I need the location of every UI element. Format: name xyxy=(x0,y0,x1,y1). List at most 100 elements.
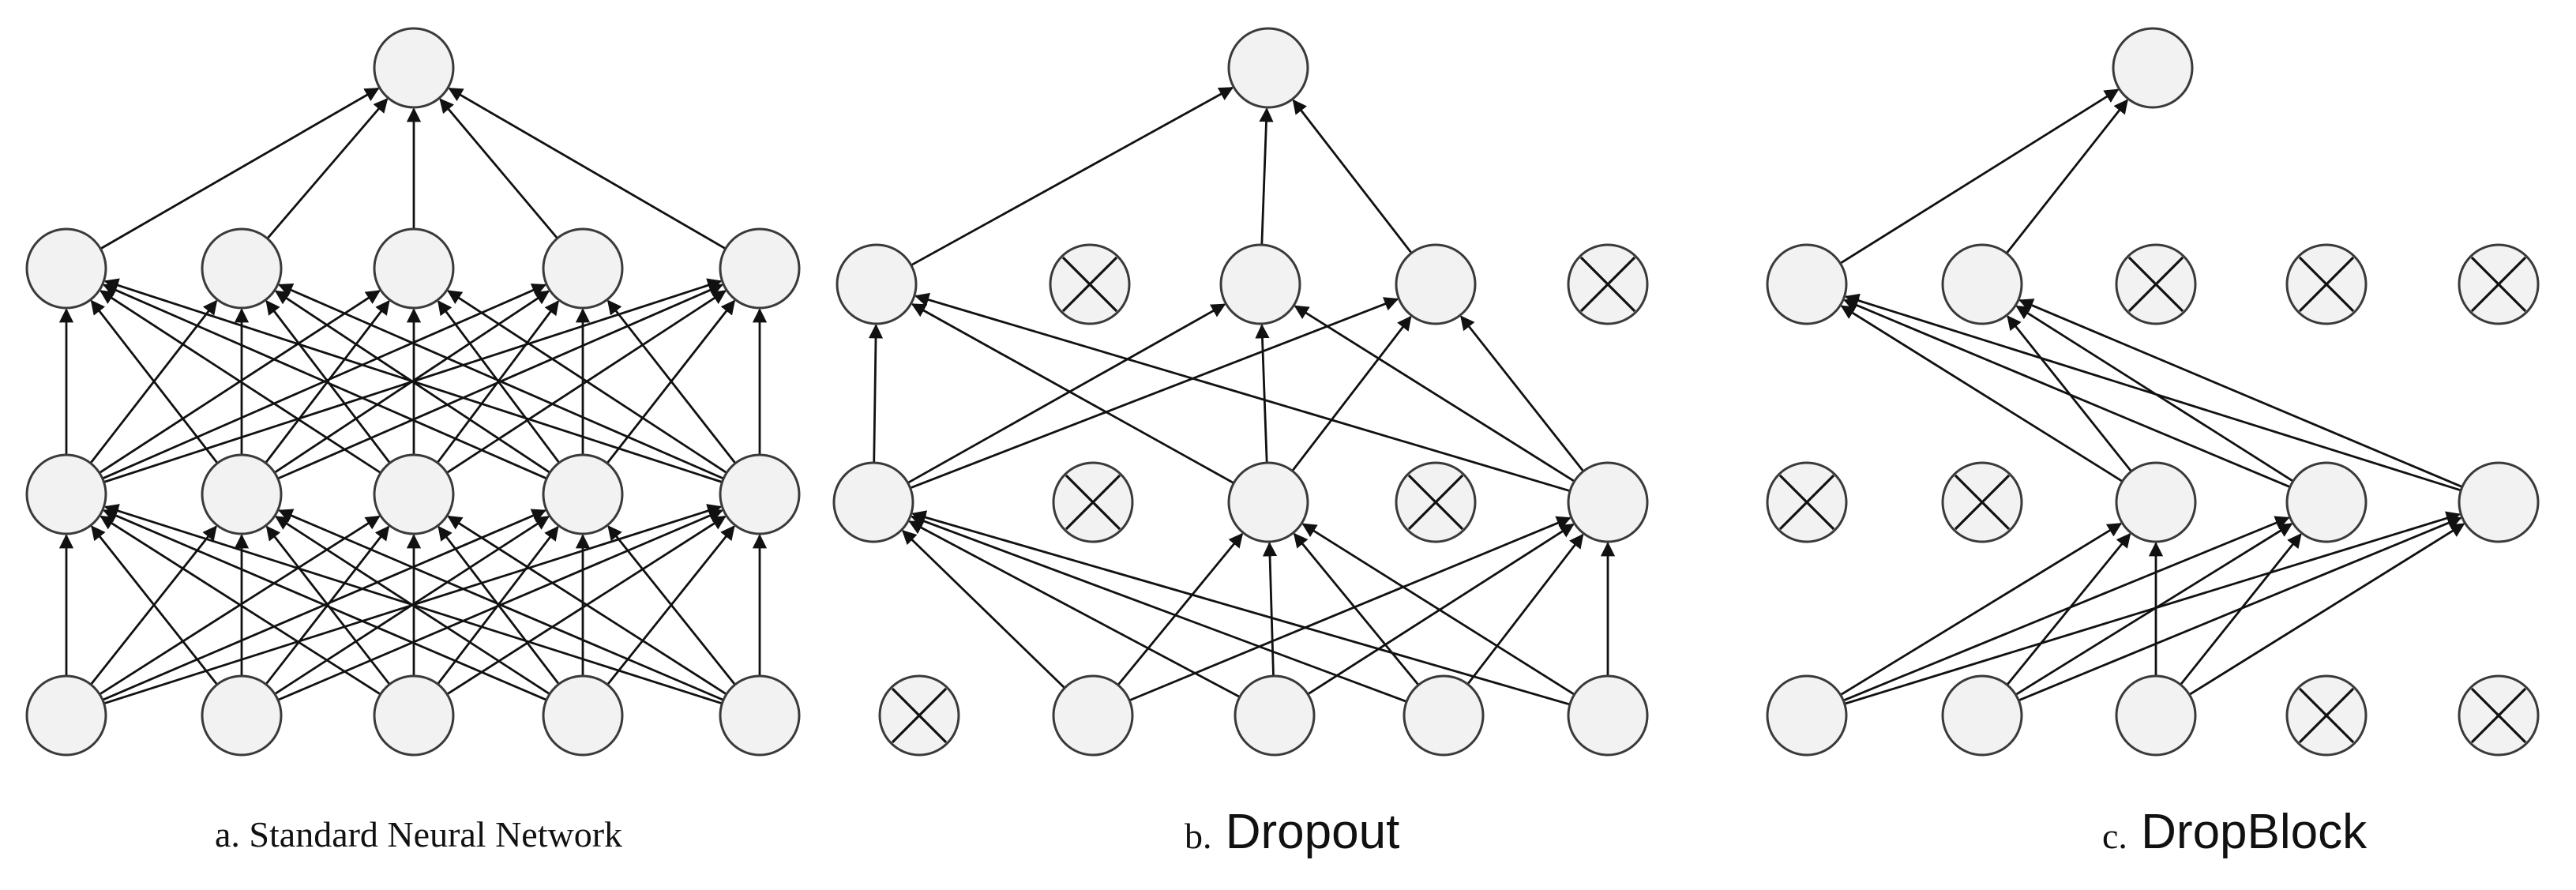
cross-stroke xyxy=(1954,474,2011,531)
nodes xyxy=(25,27,801,757)
edge-hidden xyxy=(1117,532,1244,686)
circle-node-icon xyxy=(1403,674,1485,757)
circle-node-icon xyxy=(201,674,283,757)
circle-node-icon xyxy=(373,27,455,109)
cross-stroke xyxy=(1407,474,1464,531)
cross-stroke xyxy=(1579,256,1636,313)
input-node-dropped xyxy=(2458,674,2540,757)
edge-hidden xyxy=(103,278,723,483)
edge-hidden xyxy=(2188,523,2465,696)
hidden-node-1 xyxy=(832,461,914,543)
hidden-node-2 xyxy=(1395,243,1477,325)
edge-hidden xyxy=(911,303,1234,484)
input-node xyxy=(373,674,455,757)
edge-to-output xyxy=(448,87,727,250)
hidden-node-1-dropped xyxy=(1941,461,2023,543)
hidden-node-2 xyxy=(201,227,283,310)
edge-hidden xyxy=(1294,305,1575,483)
circle-node-icon xyxy=(201,227,283,310)
edge-hidden xyxy=(901,529,1066,689)
edge-hidden xyxy=(278,509,724,701)
cross-stroke xyxy=(2298,256,2355,313)
hidden-node-2 xyxy=(1766,243,1848,325)
circle-node-icon xyxy=(719,227,801,310)
edge-hidden xyxy=(914,292,1571,493)
edges xyxy=(868,86,1616,706)
circle-node-icon xyxy=(2112,27,2194,109)
edge-to-output xyxy=(266,98,389,239)
edge-hidden xyxy=(1842,516,2290,702)
edge-to-output xyxy=(100,87,380,250)
circle-node-icon xyxy=(1227,461,1309,543)
panel-dropout xyxy=(832,27,1649,757)
input-node xyxy=(1766,674,1848,757)
circle-node-icon xyxy=(542,674,624,757)
hidden-node-2 xyxy=(373,227,455,310)
circle-node-icon xyxy=(373,227,455,310)
circle-node-icon xyxy=(542,453,624,535)
hidden-node-1-dropped xyxy=(1766,461,1848,543)
circle-node-icon xyxy=(2115,461,2197,543)
circle-node-icon xyxy=(836,243,918,325)
input-node xyxy=(201,674,283,757)
edge-hidden xyxy=(1291,315,1412,472)
cross-stroke xyxy=(1778,474,1835,531)
edge-hidden xyxy=(910,297,1399,490)
edge-hidden xyxy=(607,525,736,685)
circle-node-icon xyxy=(1219,243,1301,325)
caption-dropblock-text: DropBlock xyxy=(2141,805,2368,859)
edge-hidden xyxy=(907,303,1226,484)
caption-dropblock-letter: c. xyxy=(2102,816,2127,856)
edge-to-output xyxy=(2005,99,2128,254)
circle-node-icon xyxy=(1766,674,1848,757)
edge-hidden xyxy=(102,284,547,480)
hidden-node-2 xyxy=(836,243,918,325)
edge-to-output xyxy=(1259,107,1274,246)
edge-hidden xyxy=(2015,523,2293,696)
cross-stroke xyxy=(2470,256,2527,313)
input-node-dropped xyxy=(878,674,960,757)
hidden-node-2 xyxy=(25,227,107,310)
cross-stroke xyxy=(1061,256,1118,313)
hidden-node-1 xyxy=(25,453,107,535)
edges xyxy=(58,87,768,705)
edge-to-output xyxy=(1292,99,1413,254)
edge-hidden xyxy=(277,283,724,480)
hidden-node-2 xyxy=(1219,243,1301,325)
edge-hidden xyxy=(1839,522,2123,697)
edge-hidden xyxy=(447,515,727,696)
circle-node-icon xyxy=(719,453,801,535)
hidden-node-1 xyxy=(719,453,801,535)
hidden-node-1 xyxy=(542,453,624,535)
edge-hidden xyxy=(100,515,381,696)
circle-node-icon xyxy=(2115,674,2197,757)
circle-node-icon xyxy=(1567,461,1649,543)
cross-stroke xyxy=(2127,256,2184,313)
circle-node-icon xyxy=(832,461,914,543)
hidden-node-1 xyxy=(1227,461,1309,543)
edge-hidden xyxy=(1301,523,1575,696)
hidden-node-1 xyxy=(373,453,455,535)
input-node xyxy=(2115,674,2197,757)
circle-node-icon xyxy=(201,453,283,535)
input-node xyxy=(25,674,107,757)
edge-hidden xyxy=(2018,299,2463,488)
edge-hidden xyxy=(1262,542,1278,677)
edge-hidden xyxy=(606,299,737,464)
hidden-node-1 xyxy=(2458,461,2540,543)
input-node-dropped xyxy=(2285,674,2368,757)
caption-dropout-letter: b. xyxy=(1185,816,1212,856)
circle-node-icon xyxy=(1941,674,2023,757)
edge-hidden xyxy=(1843,299,2291,488)
edge-hidden xyxy=(1466,533,1584,685)
hidden-node-2-dropped xyxy=(1049,243,1131,325)
hidden-node-1-dropped xyxy=(1052,461,1134,543)
edge-hidden xyxy=(908,520,1241,698)
circle-node-icon xyxy=(1052,674,1134,757)
edge-hidden xyxy=(911,510,1571,706)
circle-node-icon xyxy=(25,227,107,310)
edge-hidden xyxy=(447,290,727,474)
circle-node-icon xyxy=(1941,243,2023,325)
hidden-node-2-dropped xyxy=(2115,243,2197,325)
